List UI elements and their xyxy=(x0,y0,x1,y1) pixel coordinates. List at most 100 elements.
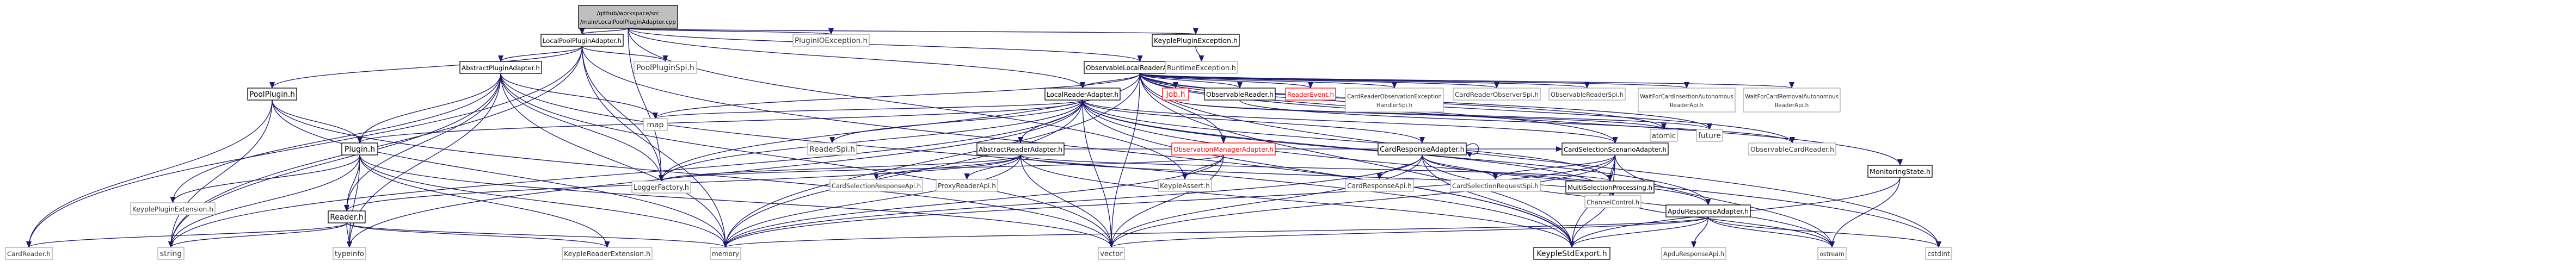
edge-olra_h-to-memory xyxy=(723,73,1141,248)
node-ocr-h[interactable]: ObservableCardReader.h xyxy=(1748,142,1836,155)
node-box xyxy=(1650,129,1678,142)
edge-lra_h-to-msp_h xyxy=(1082,99,1613,182)
node-cc-h[interactable]: ChannelControl.h xyxy=(1584,195,1641,208)
node-label: ostream xyxy=(1819,251,1845,258)
node-ostream[interactable]: ostream xyxy=(1817,247,1847,260)
node-lra-h[interactable]: LocalReaderAdapter.h xyxy=(1044,88,1121,101)
node-kpe-h[interactable]: KeyplePluginException.h xyxy=(1152,34,1240,47)
node-cr-h[interactable]: CardReader.h xyxy=(5,247,53,260)
edge-ara_h-to-lf_h xyxy=(659,154,1021,182)
node-label: MonitoringState.h xyxy=(1870,167,1931,176)
node-label: PoolPluginSpi.h xyxy=(636,64,694,72)
node-label: CardSelectionResponseApi.h xyxy=(832,182,921,190)
edge-lra_h-to-vector xyxy=(1082,99,1114,248)
edge-plugin_h-to-reader_h xyxy=(344,154,360,211)
node-rs-h[interactable]: ReaderSpi.h xyxy=(807,142,857,155)
node-label: CardReader.h xyxy=(7,250,51,258)
node-label: LoggerFactory.h xyxy=(634,184,689,192)
edge-reader_h-to-string xyxy=(168,222,347,248)
node-string[interactable]: string xyxy=(157,247,185,260)
node-csra-h[interactable]: CardSelectionResponseApi.h xyxy=(829,179,923,192)
node-map[interactable]: map xyxy=(643,118,668,131)
node-label: KeyplePluginExtension.h xyxy=(132,206,213,213)
node-prs-h[interactable]: ProxyReaderApi.h xyxy=(936,179,998,192)
node-box xyxy=(634,61,697,74)
node-label: ProxyReaderApi.h xyxy=(938,182,996,190)
node-plugin-h[interactable]: Plugin.h xyxy=(341,142,378,155)
node-oma-h[interactable]: ObservationManagerAdapter.h xyxy=(1171,142,1276,155)
node-lf-h[interactable]: LoggerFactory.h xyxy=(631,181,691,194)
edge-pp_h-to-cr_h xyxy=(26,99,273,248)
node-label: LocalPoolPluginAdapter.h xyxy=(543,37,622,45)
node-cras-h[interactable]: CardResponseApi.h xyxy=(1345,179,1414,192)
node-label: KeypleAssert.h xyxy=(1160,182,1210,190)
node-label: string xyxy=(160,250,182,258)
edge-job_h-to-future xyxy=(1175,99,1712,130)
node-box xyxy=(1378,142,1467,155)
edge-apa_h-to-kpext_h xyxy=(170,73,501,203)
node-label: CardSelectionRequestSpi.h xyxy=(1452,182,1539,190)
node-pp-h[interactable]: PoolPlugin.h xyxy=(247,88,297,101)
edge-cra_h-to-kse_h xyxy=(1422,154,1575,248)
edge-ms_h-to-ostream xyxy=(1829,177,1901,248)
node-apduapi-h[interactable]: ApduResponseApi.h xyxy=(1661,247,1726,260)
edge-pp_h-to-plugin_h xyxy=(272,99,362,144)
edge-apdu_h-to-ostream xyxy=(1707,216,1835,248)
node-re-h[interactable]: ReaderEvent.h xyxy=(1285,88,1336,101)
node-vector[interactable]: vector xyxy=(1098,247,1125,260)
node-label: MultiSelectionProcessing.h xyxy=(1567,184,1652,191)
node-box xyxy=(1696,129,1723,142)
node-cra-h[interactable]: CardResponseAdapter.h xyxy=(1378,142,1467,155)
node-label: ObservationManagerAdapter.h xyxy=(1173,146,1274,153)
edge-reader_h-to-typeinfo xyxy=(346,222,352,248)
edge-cra_h-to-csrs_h xyxy=(1422,154,1498,180)
node-memory[interactable]: memory xyxy=(710,247,741,260)
node-typeinfo[interactable]: typeinfo xyxy=(333,247,366,260)
node-apdu-h[interactable]: ApduResponseAdapter.h xyxy=(1665,204,1751,217)
edge-ara_h-to-msp_h xyxy=(1020,154,1613,182)
node-box xyxy=(1285,88,1336,101)
node-cstdint[interactable]: cstdint xyxy=(1925,247,1952,260)
node-box xyxy=(936,179,998,192)
node-box xyxy=(1453,88,1541,101)
node-ors-h[interactable]: ObservableReaderSpi.h xyxy=(1548,88,1626,101)
node-pps-h[interactable]: PoolPluginSpi.h xyxy=(634,61,697,74)
node-box xyxy=(710,247,741,260)
node-box xyxy=(792,34,870,47)
node-lppa-h[interactable]: LocalPoolPluginAdapter.h xyxy=(540,34,624,47)
node-box xyxy=(1584,195,1641,208)
node-pie-h[interactable]: PluginIOException.h xyxy=(792,34,870,47)
node-ms-h[interactable]: MonitoringState.h xyxy=(1867,165,1933,178)
node-or-h[interactable]: ObservableReader.h xyxy=(1204,88,1276,101)
edge-root-to-ka_h xyxy=(628,28,1188,180)
node-atomic[interactable]: atomic xyxy=(1650,129,1678,142)
node-rte-h[interactable]: RuntimeException.h xyxy=(1165,61,1238,74)
edge-apa_h-to-memory xyxy=(500,73,728,248)
node-future[interactable]: future xyxy=(1696,129,1723,142)
node-msp-h[interactable]: MultiSelectionProcessing.h xyxy=(1565,181,1655,194)
node-job-h[interactable]: Job.h xyxy=(1162,88,1189,101)
node-kpext-h[interactable]: KeyplePluginExtension.h xyxy=(130,202,216,215)
edge-apdu_h-to-vector xyxy=(1109,216,1709,248)
node-label: ReaderEvent.h xyxy=(1287,91,1334,98)
node-csrs-h[interactable]: CardSelectionRequestSpi.h xyxy=(1450,179,1541,192)
node-cssa-h[interactable]: CardSelectionScenarioAdapter.h xyxy=(1561,142,1669,155)
edge-ara_h-to-prs_h xyxy=(964,154,1021,180)
node-kre-h[interactable]: KeypleReaderExtension.h xyxy=(562,247,653,260)
node-box xyxy=(829,179,923,192)
node-box xyxy=(1748,142,1836,155)
node-root[interactable]: /github/workspace/src/main/LocalPoolPlug… xyxy=(578,5,678,29)
edge-reader_h-to-kre_h xyxy=(346,222,610,248)
edge-root-to-pie_h xyxy=(628,28,834,35)
node-ara-h[interactable]: AbstractReaderAdapter.h xyxy=(976,142,1065,155)
edge-pp_h-to-memory xyxy=(272,99,728,248)
node-ka-h[interactable]: KeypleAssert.h xyxy=(1158,179,1212,192)
node-apa-h[interactable]: AbstractPluginAdapter.h xyxy=(459,61,542,74)
node-reader-h[interactable]: Reader.h xyxy=(328,210,366,223)
node-label: vector xyxy=(1100,250,1123,258)
node-cros-h[interactable]: CardReaderObserverSpi.h xyxy=(1453,88,1541,101)
node-kse-h[interactable]: KeypleStdExport.h xyxy=(1533,247,1610,260)
